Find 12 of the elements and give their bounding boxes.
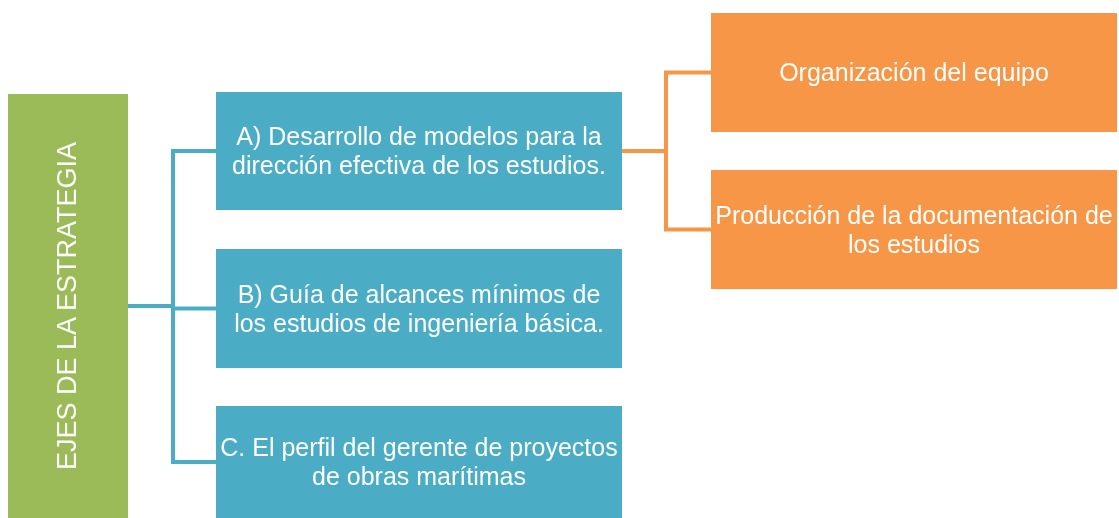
box-text: EJES DE LA ESTRATEGIA xyxy=(51,141,84,471)
text-box xyxy=(711,170,1117,289)
box-text: C. El perfil del gerente de proyectos de obras marítimas xyxy=(219,433,619,491)
vertical-label-box xyxy=(8,94,128,518)
text-box xyxy=(216,249,622,368)
box-text: Producción de la documentación de los estudios xyxy=(714,200,1114,259)
text-box xyxy=(216,92,622,210)
box-text: Organización del equipo xyxy=(778,58,1050,87)
text-box xyxy=(711,13,1117,132)
box-text: B) Guía de alcances mínimos de los estudios de ingeniería básica. xyxy=(233,279,605,338)
box-text: A) Desarrollo de modelos para la dirección efectiva de los estudios. xyxy=(231,122,607,180)
text-box xyxy=(216,406,622,518)
